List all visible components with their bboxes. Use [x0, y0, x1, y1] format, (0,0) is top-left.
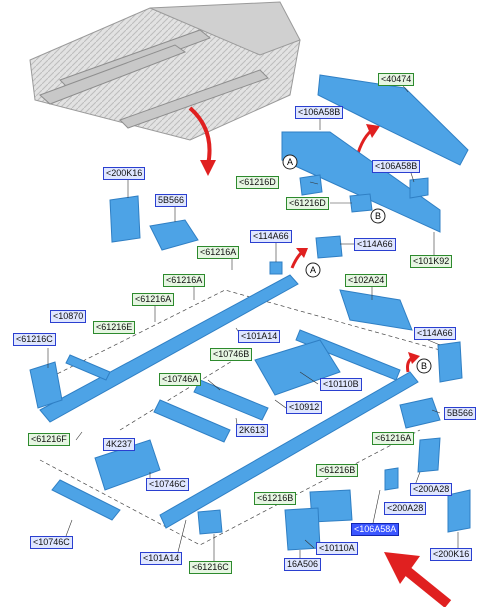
label-114A66[interactable]: <114A66 — [250, 230, 292, 243]
red-arrow-a — [290, 248, 308, 269]
label-10110B[interactable]: <10110B — [320, 378, 362, 391]
label-114A66[interactable]: <114A66 — [414, 327, 456, 340]
label-61216E[interactable]: <61216E — [93, 321, 136, 334]
label-5B566[interactable]: 5B566 — [155, 194, 188, 207]
callout-b-lower: B — [416, 358, 432, 374]
label-4K237[interactable]: 4K237 — [103, 438, 136, 451]
label-10746C[interactable]: <10746C — [30, 536, 73, 549]
label-10746C[interactable]: <10746C — [146, 478, 189, 491]
callout-b-upper: B — [370, 208, 386, 224]
label-200A28[interactable]: <200A28 — [384, 502, 427, 515]
label-102A24[interactable]: <102A24 — [345, 274, 388, 287]
label-40474[interactable]: <40474 — [378, 73, 415, 86]
label-106A58B[interactable]: <106A58B — [295, 106, 344, 119]
label-106A58B[interactable]: <106A58B — [372, 160, 421, 173]
label-5B566[interactable]: 5B566 — [444, 407, 477, 420]
red-arrow-overview — [188, 106, 216, 176]
big-red-pointer-arrow — [384, 552, 452, 608]
label-61216F[interactable]: <61216F — [28, 433, 70, 446]
label-10746A[interactable]: <10746A — [159, 373, 202, 386]
label-61216A[interactable]: <61216A — [197, 246, 240, 259]
callout-a-upper: A — [282, 154, 298, 170]
label-2K613[interactable]: 2K613 — [236, 424, 269, 437]
label-10870[interactable]: <10870 — [50, 310, 87, 323]
svg-text:B: B — [421, 361, 427, 371]
label-10746B[interactable]: <10746B — [210, 348, 253, 361]
upper-cross-member — [281, 74, 469, 233]
label-61216A[interactable]: <61216A — [372, 432, 415, 445]
left-side-rail — [29, 274, 299, 423]
label-106A58A-highlighted[interactable]: <106A58A — [351, 523, 400, 536]
label-61216C[interactable]: <61216C — [13, 333, 56, 346]
label-10110A[interactable]: <10110A — [316, 542, 358, 555]
label-200K16[interactable]: <200K16 — [430, 548, 473, 561]
label-10912[interactable]: <10912 — [286, 401, 323, 414]
svg-text:A: A — [310, 265, 316, 275]
left-front-brackets — [109, 195, 343, 275]
cross-members — [51, 289, 413, 521]
frame-overview-image — [29, 1, 301, 141]
label-61216B[interactable]: <61216B — [254, 492, 297, 505]
label-61216D[interactable]: <61216D — [236, 176, 279, 189]
label-114A66[interactable]: <114A66 — [354, 238, 396, 251]
label-61216D[interactable]: <61216D — [286, 197, 329, 210]
label-101A14[interactable]: <101A14 — [140, 552, 183, 565]
label-101A14[interactable]: <101A14 — [238, 330, 281, 343]
svg-text:A: A — [287, 157, 293, 167]
rear-brackets — [197, 341, 471, 551]
label-61216A[interactable]: <61216A — [132, 293, 175, 306]
right-side-rail — [159, 371, 419, 529]
label-101K92[interactable]: <101K92 — [410, 255, 453, 268]
red-arrow-b — [406, 352, 420, 373]
label-16A506[interactable]: 16A506 — [284, 558, 322, 571]
svg-text:B: B — [375, 211, 381, 221]
callout-a-lower: A — [305, 262, 321, 278]
label-61216C[interactable]: <61216C — [189, 561, 232, 574]
label-61216A[interactable]: <61216A — [163, 274, 206, 287]
label-200K16[interactable]: <200K16 — [103, 167, 146, 180]
label-61216B[interactable]: <61216B — [316, 464, 359, 477]
label-200A28[interactable]: <200A28 — [410, 483, 453, 496]
